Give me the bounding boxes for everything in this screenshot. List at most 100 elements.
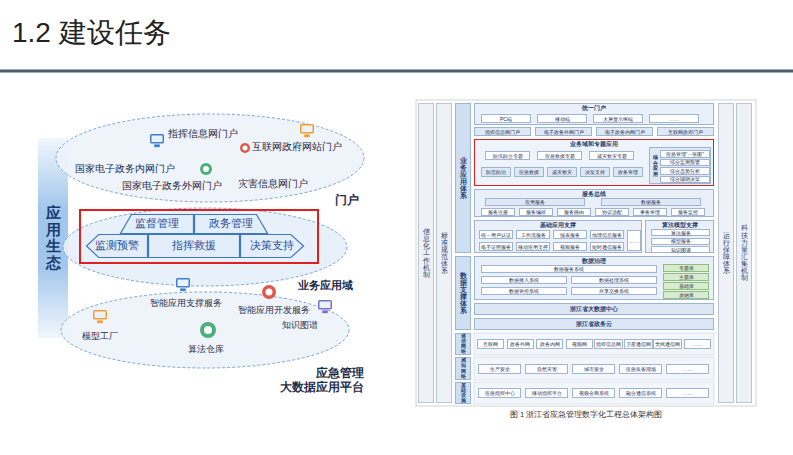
face-box: 指挥救援 xyxy=(148,234,240,258)
node-text: 减灾救灾专题 xyxy=(597,153,627,159)
node-text: 防范防治 xyxy=(486,169,506,175)
side-column: 科技力量汇集机制 xyxy=(736,103,752,403)
ellipse-outline xyxy=(56,114,364,202)
item-box: 互联网政府门户 xyxy=(657,127,714,136)
node-text: 大屏显示终端 xyxy=(603,116,633,122)
item-box: 综合辅助决策 xyxy=(660,176,710,184)
ellipse-region: 指挥信息网门户互联网政府网站门户国家电子政务内网门户国家电子政务外网门户灾害信息… xyxy=(55,113,365,203)
item-box: 融合通信系统 xyxy=(619,388,662,398)
item-box: 政务管理 xyxy=(613,167,643,177)
layer-label: 感知网络 xyxy=(455,357,471,380)
node-text: …… xyxy=(629,238,639,244)
node-text: 监测预警 xyxy=(95,239,139,252)
node-text: 模型服务 xyxy=(671,238,691,244)
ellipse-region: 智能应用支撑服务智能应用开发服务模型工厂算法仓库知识图谱应急管理 大数据应用平台 xyxy=(60,291,350,369)
item-box: 视频网 xyxy=(566,339,593,349)
node-text: 数据支撑体系 xyxy=(460,272,467,315)
icon-badge xyxy=(200,322,216,338)
icon-screen xyxy=(318,300,332,310)
node-text: 应急装备现场 xyxy=(626,366,656,372)
side-column: 信息化工作机制 xyxy=(418,103,434,403)
item-box: …… xyxy=(684,339,711,349)
node-text: 综合态势分析 xyxy=(670,168,700,174)
node-text: 视频会商系统 xyxy=(579,390,609,396)
item-box: 自然灾害 xyxy=(525,364,568,374)
node-text: 互联网 xyxy=(483,341,498,347)
node-text: 标准规范体系 xyxy=(441,232,448,275)
icon-base xyxy=(304,134,310,137)
node-text: 移动端 xyxy=(555,116,570,122)
node-text: 主题库 xyxy=(679,274,694,280)
node-text: 专题库 xyxy=(679,265,694,271)
item-box: 应急救援 xyxy=(514,167,544,177)
node-text: 知识图谱 xyxy=(671,247,691,253)
layer-label: 业务应用体系 xyxy=(455,103,471,253)
node-text: 互联网政府门户 xyxy=(668,129,703,135)
icon-badge xyxy=(200,163,212,175)
node-text: 自然灾害 xyxy=(537,366,557,372)
node-text: 服务注册 xyxy=(488,209,508,215)
item-box: 移动指挥平台 xyxy=(525,388,568,398)
item-box: 应用服务 xyxy=(485,198,585,206)
item-box: 应急指挥中心 xyxy=(478,388,521,398)
node-text: 视频网 xyxy=(572,341,587,347)
item-box: 数据管控系统 xyxy=(481,287,567,295)
node-text: 指挥信息网门户 xyxy=(485,129,520,135)
item-box: 服务注册 xyxy=(481,208,515,216)
icon-screen xyxy=(93,310,107,320)
node-text: 应急管理 大数据应用平台 xyxy=(280,367,364,395)
node-text: 门户 xyxy=(335,193,359,207)
icon-screen xyxy=(150,134,164,144)
side-column: 运行保障体系 xyxy=(718,103,734,403)
node-text: 政务内网 xyxy=(540,341,560,347)
node-text: 电子证照服务 xyxy=(481,244,511,250)
icon-base xyxy=(97,320,103,323)
node-text: 运行保障体系 xyxy=(723,232,730,275)
node-text: 指挥信息网门户 xyxy=(168,128,238,140)
node-text: 城市安全 xyxy=(584,366,604,372)
face-box: 决策支持 xyxy=(240,234,304,258)
item-box: 统一用户认证 xyxy=(479,230,513,239)
node-text: 生产安全 xyxy=(490,366,510,372)
node-text: 应用生态 xyxy=(46,205,61,271)
icon-screen xyxy=(302,126,313,133)
item-box: 报表服务 xyxy=(553,230,587,239)
item-box: 卫星通信网 xyxy=(624,339,653,349)
platform-bar: 浙江省政务云 xyxy=(474,318,714,330)
item-box: 短时通信服务 xyxy=(590,242,624,251)
item-box: 应急装备现场 xyxy=(619,364,662,374)
node-text: 卫星通信网 xyxy=(626,341,651,347)
store-box: 专题库 xyxy=(663,264,709,272)
icon-screen xyxy=(152,136,163,143)
item-box: 协议适配 xyxy=(595,208,629,216)
store-box: 主题库 xyxy=(663,273,709,281)
node-text: 基础应用支撑 xyxy=(540,222,576,229)
node-text: 地理信息服务 xyxy=(592,232,622,238)
item-box: 大屏显示终端 xyxy=(593,114,643,123)
node-text: 应急救援专题 xyxy=(545,153,575,159)
face-outline xyxy=(121,215,194,234)
group-box: 算法模型支撑算法服务模型服务知识图谱 xyxy=(645,220,714,253)
node-text: 基础设施 xyxy=(461,383,466,403)
node-text: 统一门户 xyxy=(582,105,606,112)
face-box: 监测预警 xyxy=(86,234,148,258)
item-box: …… xyxy=(649,114,699,123)
face-box: 监督管理 xyxy=(120,214,194,234)
node-text: 国家电子政务外网门户 xyxy=(122,180,222,192)
node-text: 短时通信服务 xyxy=(592,244,622,250)
item-box: PC端 xyxy=(481,114,531,123)
node-text: 共享交换系统 xyxy=(599,288,629,294)
node-text: 防汛防台专题 xyxy=(493,153,523,159)
ellipse-region: 业务应用域监督管理政务管理监测预警指挥救援决策支持 xyxy=(62,207,348,287)
item-box: …… xyxy=(666,388,709,398)
node-text: 政务管理 xyxy=(618,169,638,175)
node-text: 业务应用体系 xyxy=(460,157,467,200)
icon-badge xyxy=(204,326,212,334)
item-box: 政务外网 xyxy=(507,339,534,349)
item-box: 数据服务系统 xyxy=(481,265,657,273)
node-text: 服务编排 xyxy=(526,209,546,215)
node-text: 融合通信系统 xyxy=(626,390,656,396)
node-text: 浙江省政务云 xyxy=(576,321,612,328)
node-text: 智能应用支撑服务 xyxy=(150,298,222,309)
node-text: 业务域和专题应用 xyxy=(570,141,618,148)
